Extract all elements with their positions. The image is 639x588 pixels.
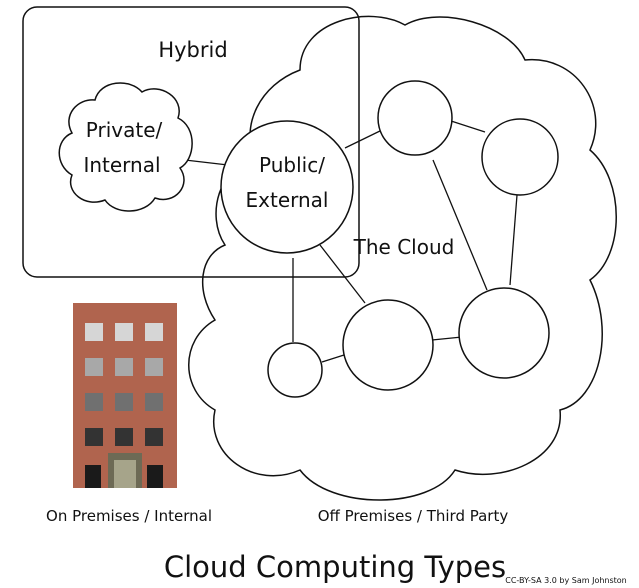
cloud-nodes <box>267 80 559 398</box>
building-window <box>85 428 103 446</box>
cloud-node-top <box>377 80 453 156</box>
building-window <box>145 393 163 411</box>
connection-lines <box>184 119 518 363</box>
public-external-node <box>220 120 354 254</box>
building-window <box>115 393 133 411</box>
link-node3-node4 <box>321 354 345 363</box>
diagram-title: Cloud Computing Types <box>164 550 506 584</box>
link-node1-node2 <box>447 119 486 133</box>
link-private-public <box>184 159 229 166</box>
building-icon <box>73 303 177 488</box>
link-node4-node5 <box>431 336 463 341</box>
building-window <box>85 465 101 488</box>
private-internal-label-line2: Internal <box>83 153 160 177</box>
building-window <box>145 358 163 376</box>
building-window <box>145 323 163 341</box>
private-internal-cloud <box>58 82 193 212</box>
link-node2-node5 <box>509 194 518 286</box>
the-cloud-label: The Cloud <box>353 235 455 259</box>
building-window <box>145 428 163 446</box>
building-window <box>115 428 133 446</box>
public-external-label-line1: Public/ <box>259 153 325 177</box>
building-window <box>115 358 133 376</box>
hybrid-box <box>22 6 360 278</box>
public-external-label-line2: External <box>246 188 329 212</box>
off-premises-caption: Off Premises / Third Party <box>318 507 509 525</box>
link-node1-node5 <box>432 159 488 291</box>
credit-note: CC-BY-SA 3.0 by Sam Johnston <box>505 576 627 585</box>
link-public-node1 <box>344 129 383 149</box>
link-public-node4 <box>319 244 366 304</box>
private-internal-label-line1: Private/ <box>86 118 163 142</box>
building-window <box>85 323 103 341</box>
building-window <box>147 465 163 488</box>
building-door <box>114 460 136 488</box>
building-window <box>115 323 133 341</box>
hybrid-label: Hybrid <box>158 38 227 62</box>
cloud-node-bottom-left <box>267 342 323 398</box>
building-window <box>85 393 103 411</box>
building-window <box>85 358 103 376</box>
cloud-node-bottom-middle <box>342 299 434 391</box>
on-premises-caption: On Premises / Internal <box>46 507 212 525</box>
cloud-node-right <box>481 118 559 196</box>
cloud-node-bottom-right <box>458 287 550 379</box>
